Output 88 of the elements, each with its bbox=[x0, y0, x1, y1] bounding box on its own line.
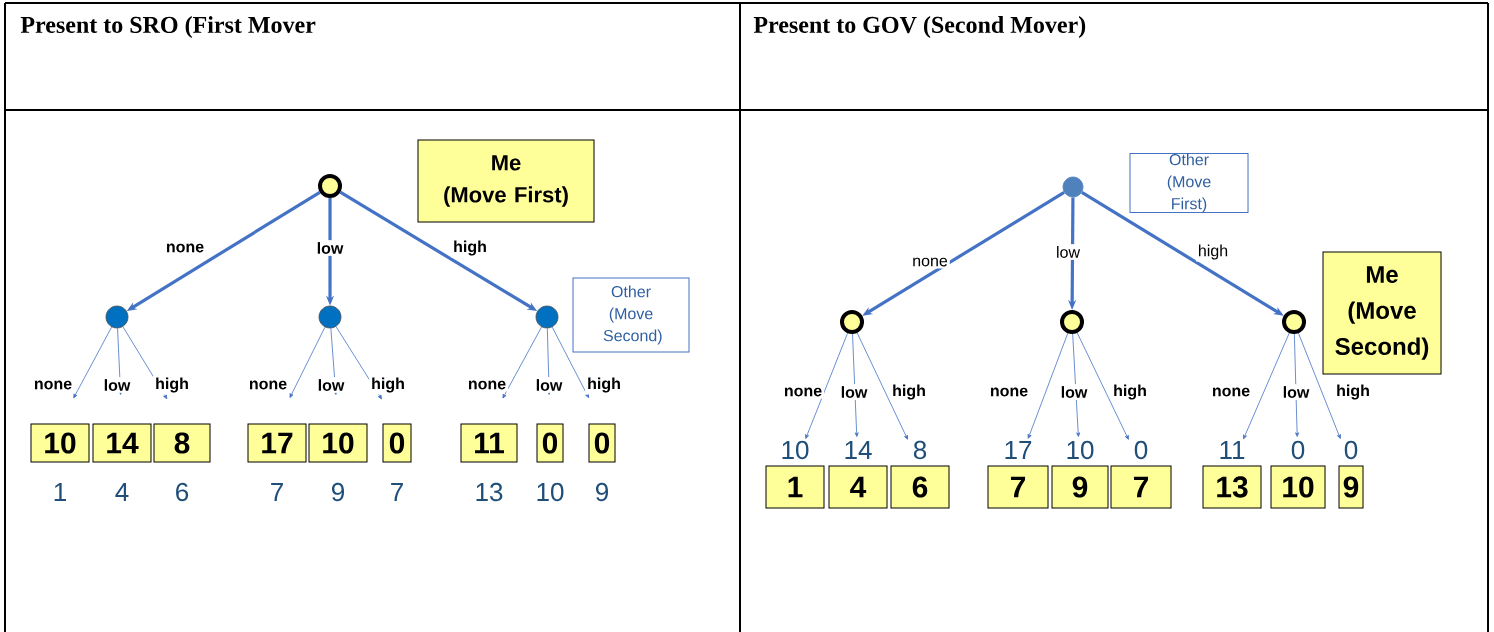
payoff-number: 6 bbox=[176, 482, 189, 502]
header-cell: Present to SRO (First Mover bbox=[20, 16, 316, 38]
arrow bbox=[289, 326, 326, 398]
edge-label: none bbox=[781, 385, 825, 399]
edge-label: low bbox=[1058, 384, 1090, 400]
payoff-box: 10 bbox=[30, 423, 90, 463]
edge-label: low bbox=[314, 240, 346, 256]
arrow bbox=[1298, 332, 1341, 439]
decision-node bbox=[1060, 310, 1084, 334]
arrow bbox=[551, 326, 590, 399]
arrow bbox=[1027, 332, 1069, 439]
payoff-box: 9 bbox=[1051, 465, 1109, 509]
payoff-number: 10 bbox=[782, 440, 809, 460]
payoff-box: 7 bbox=[987, 465, 1049, 509]
payoff-number: 0 bbox=[1291, 440, 1305, 460]
arrow bbox=[852, 333, 859, 437]
payoff-number: 7 bbox=[271, 483, 283, 501]
arrow bbox=[1243, 332, 1290, 440]
payoff-number: 0 bbox=[1344, 440, 1358, 460]
decision-node bbox=[318, 174, 342, 198]
edge-label: high bbox=[153, 375, 191, 395]
payoff-number: 9 bbox=[596, 482, 608, 502]
arrow bbox=[805, 332, 848, 439]
payoff-number: 8 bbox=[913, 440, 927, 460]
payoff-number: 11 bbox=[1220, 441, 1245, 459]
payoff-box: 13 bbox=[1202, 465, 1262, 509]
payoff-box: 0 bbox=[588, 423, 616, 463]
payoff-number: 4 bbox=[115, 483, 129, 501]
edge-label: low bbox=[101, 377, 133, 393]
payoff-box: 1 bbox=[765, 465, 825, 509]
edge-label: none bbox=[465, 378, 509, 392]
payoff-number: 17 bbox=[1005, 441, 1032, 459]
edge-label: low bbox=[315, 377, 347, 393]
decision-node bbox=[535, 305, 559, 329]
arrow bbox=[502, 326, 542, 399]
payoff-box: 7 bbox=[1110, 465, 1172, 509]
arrow bbox=[1076, 332, 1129, 440]
edge-label: low bbox=[838, 384, 870, 400]
payoff-box: 9 bbox=[1338, 465, 1364, 509]
edge-label: high bbox=[1334, 382, 1372, 402]
arrow bbox=[1072, 333, 1081, 437]
arrow bbox=[73, 326, 113, 399]
player-label-box: Other (Move Second) bbox=[572, 277, 690, 353]
payoff-box: 8 bbox=[153, 423, 211, 463]
decision-node bbox=[840, 310, 864, 334]
payoff-number: 7 bbox=[391, 483, 403, 501]
arrow bbox=[1293, 333, 1300, 437]
payoff-box: 14 bbox=[92, 423, 152, 463]
payoff-box: 0 bbox=[536, 423, 564, 463]
payoff-box: 11 bbox=[460, 423, 518, 463]
payoff-number: 13 bbox=[476, 482, 503, 502]
edge-label: low bbox=[1280, 384, 1312, 400]
payoff-box: 6 bbox=[890, 465, 950, 509]
payoff-number: 10 bbox=[1067, 440, 1094, 460]
payoff-box: 10 bbox=[308, 423, 368, 463]
edge-label: low bbox=[533, 377, 565, 393]
edge-label: high bbox=[1195, 242, 1231, 262]
payoff-box: 4 bbox=[828, 465, 888, 509]
payoff-box: 10 bbox=[1270, 465, 1326, 509]
payoff-number: 0 bbox=[1134, 440, 1148, 460]
player-label-box: Other (Move First) bbox=[1129, 153, 1249, 213]
edge-label: none bbox=[987, 385, 1031, 399]
payoff-number: 14 bbox=[845, 441, 872, 459]
header-cell: Present to GOV (Second Mover) bbox=[753, 16, 1086, 38]
edge-label: none bbox=[31, 378, 75, 392]
edge-label: low bbox=[1054, 244, 1082, 260]
edge-label: none bbox=[163, 241, 207, 255]
payoff-number: 10 bbox=[537, 482, 564, 502]
payoff-number: 1 bbox=[54, 483, 66, 501]
arrow bbox=[335, 326, 382, 400]
edge-label: high bbox=[1111, 382, 1149, 402]
player-label-box: Me (Move Second) bbox=[1322, 251, 1442, 375]
edge-label: high bbox=[585, 375, 623, 395]
payoff-number: 9 bbox=[332, 482, 344, 502]
edge-label: none bbox=[1209, 385, 1253, 399]
edge-label: none bbox=[910, 255, 950, 269]
decision-node bbox=[318, 305, 342, 329]
decision-node bbox=[1062, 176, 1084, 198]
edge-label: none bbox=[246, 378, 290, 392]
edge-label: high bbox=[451, 238, 489, 258]
edge-label: high bbox=[369, 375, 407, 395]
decision-node bbox=[105, 305, 129, 329]
arrow bbox=[856, 332, 908, 440]
player-label-box: Me (Move First) bbox=[417, 139, 595, 223]
decision-node bbox=[1282, 310, 1306, 334]
payoff-box: 17 bbox=[247, 423, 307, 463]
edge-label: high bbox=[890, 382, 928, 402]
payoff-box: 0 bbox=[382, 423, 412, 463]
